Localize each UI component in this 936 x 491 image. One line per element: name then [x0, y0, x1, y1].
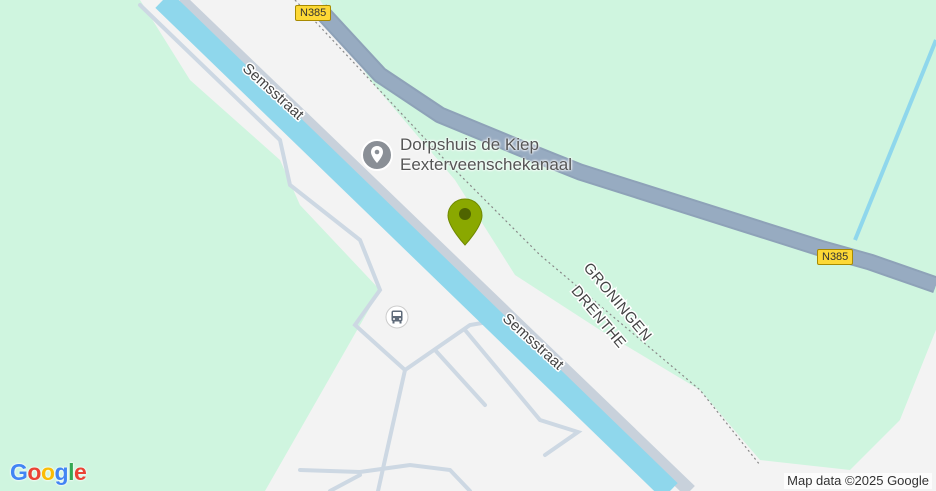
map-pin-icon[interactable] — [446, 197, 484, 247]
logo-letter: e — [73, 459, 87, 485]
poi-subtitle: Eexterveenschekanaal — [400, 155, 573, 174]
google-logo[interactable]: Google — [10, 459, 87, 486]
logo-letter: o — [27, 459, 41, 485]
road-shield-n385: N385 — [817, 249, 854, 265]
poi-label[interactable]: Dorpshuis de Kiep Eexterveenschekanaal — [400, 135, 572, 175]
street-label-semsstraat: Semsstraat — [239, 60, 307, 124]
bus-icon[interactable] — [385, 305, 409, 329]
place-icon[interactable] — [360, 138, 394, 172]
logo-letter: G — [10, 459, 28, 485]
logo-letter: g — [54, 459, 69, 485]
street-label-semsstraat: Semsstraat — [499, 310, 567, 374]
map-attribution[interactable]: Map data ©2025 Google — [784, 473, 932, 489]
logo-letter: o — [40, 459, 55, 485]
poi-name: Dorpshuis de Kiep — [400, 135, 539, 154]
logo-letter: l — [68, 459, 74, 485]
road-shield-n385: N385 — [295, 5, 332, 21]
